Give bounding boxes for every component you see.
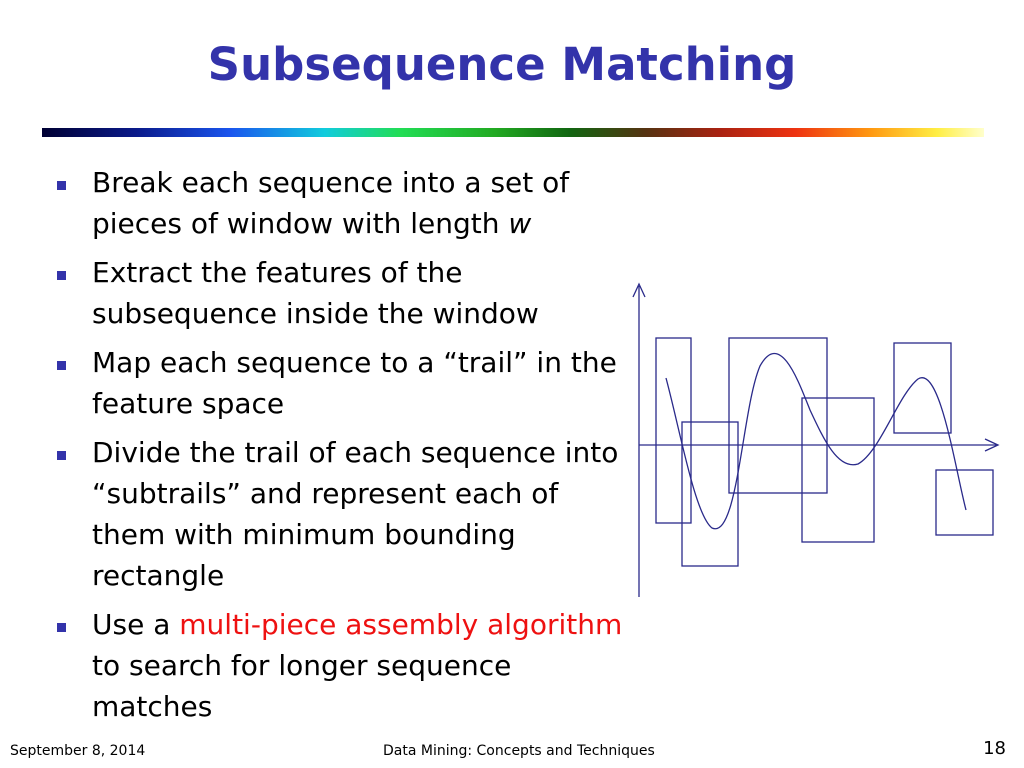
page-number: 18 <box>983 738 1006 759</box>
bounding-rectangle <box>801 397 875 543</box>
feature-trail-curve <box>665 352 967 530</box>
bounding-rectangle <box>655 337 692 524</box>
square-bullet-icon <box>57 181 66 190</box>
bullet-text-suffix: to search for longer sequence matches <box>92 649 512 723</box>
bullet-item: Extract the features of the subsequence … <box>52 252 627 334</box>
bullet-item: Map each sequence to a “trail” in the fe… <box>52 342 627 424</box>
slide-title: Subsequence Matching <box>207 38 797 91</box>
square-bullet-icon <box>57 361 66 370</box>
square-bullet-icon <box>57 623 66 632</box>
y-axis-arrow-icon <box>632 282 646 298</box>
bullet-list: Break each sequence into a set of pieces… <box>52 162 627 735</box>
footer-course-title: Data Mining: Concepts and Techniques <box>383 743 655 759</box>
bullet-highlight: multi-piece assembly algorithm <box>179 608 623 641</box>
square-bullet-icon <box>57 271 66 280</box>
x-axis-arrow-icon <box>984 438 1000 452</box>
bullet-text: Extract the features of the subsequence … <box>92 256 539 330</box>
bullet-text-prefix: Use a <box>92 608 180 641</box>
bullet-text: Map each sequence to a “trail” in the fe… <box>92 346 617 420</box>
bullet-emphasis: w <box>508 207 532 240</box>
bullet-text: Divide the trail of each sequence into “… <box>92 436 619 592</box>
bullet-item: Divide the trail of each sequence into “… <box>52 432 627 596</box>
footer-date: September 8, 2014 <box>10 743 146 759</box>
bullet-item: Use a multi-piece assembly algorithm to … <box>52 604 627 727</box>
subtrail-mbr-diagram <box>632 282 1000 597</box>
bullet-text: Break each sequence into a set of pieces… <box>92 166 570 240</box>
title-gradient-rule <box>42 128 984 137</box>
bounding-rectangle <box>893 342 952 434</box>
square-bullet-icon <box>57 451 66 460</box>
bounding-rectangle <box>728 337 828 494</box>
bullet-item: Break each sequence into a set of pieces… <box>52 162 627 244</box>
bounding-rectangle <box>681 421 739 567</box>
bounding-rectangle <box>935 469 994 536</box>
